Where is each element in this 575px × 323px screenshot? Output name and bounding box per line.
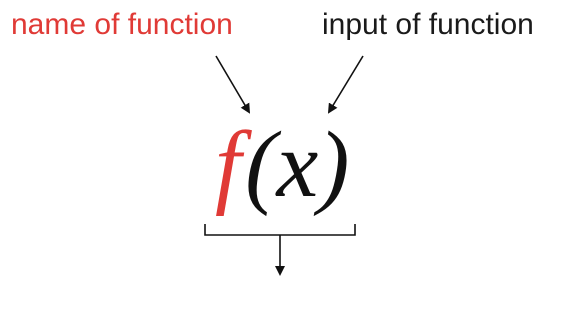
arrow-to-function-name [215,55,251,114]
function-name-symbol: f [215,113,242,217]
arrow-to-function-input [327,55,364,114]
input-of-function-label: input of function [322,8,534,41]
close-parenthesis: ) [318,113,350,217]
open-parenthesis: ( [245,113,277,217]
function-formula: f(x) [215,118,349,212]
input-variable-symbol: x [276,113,319,217]
name-of-function-label: name of function [11,8,233,41]
output-bracket [204,224,356,236]
